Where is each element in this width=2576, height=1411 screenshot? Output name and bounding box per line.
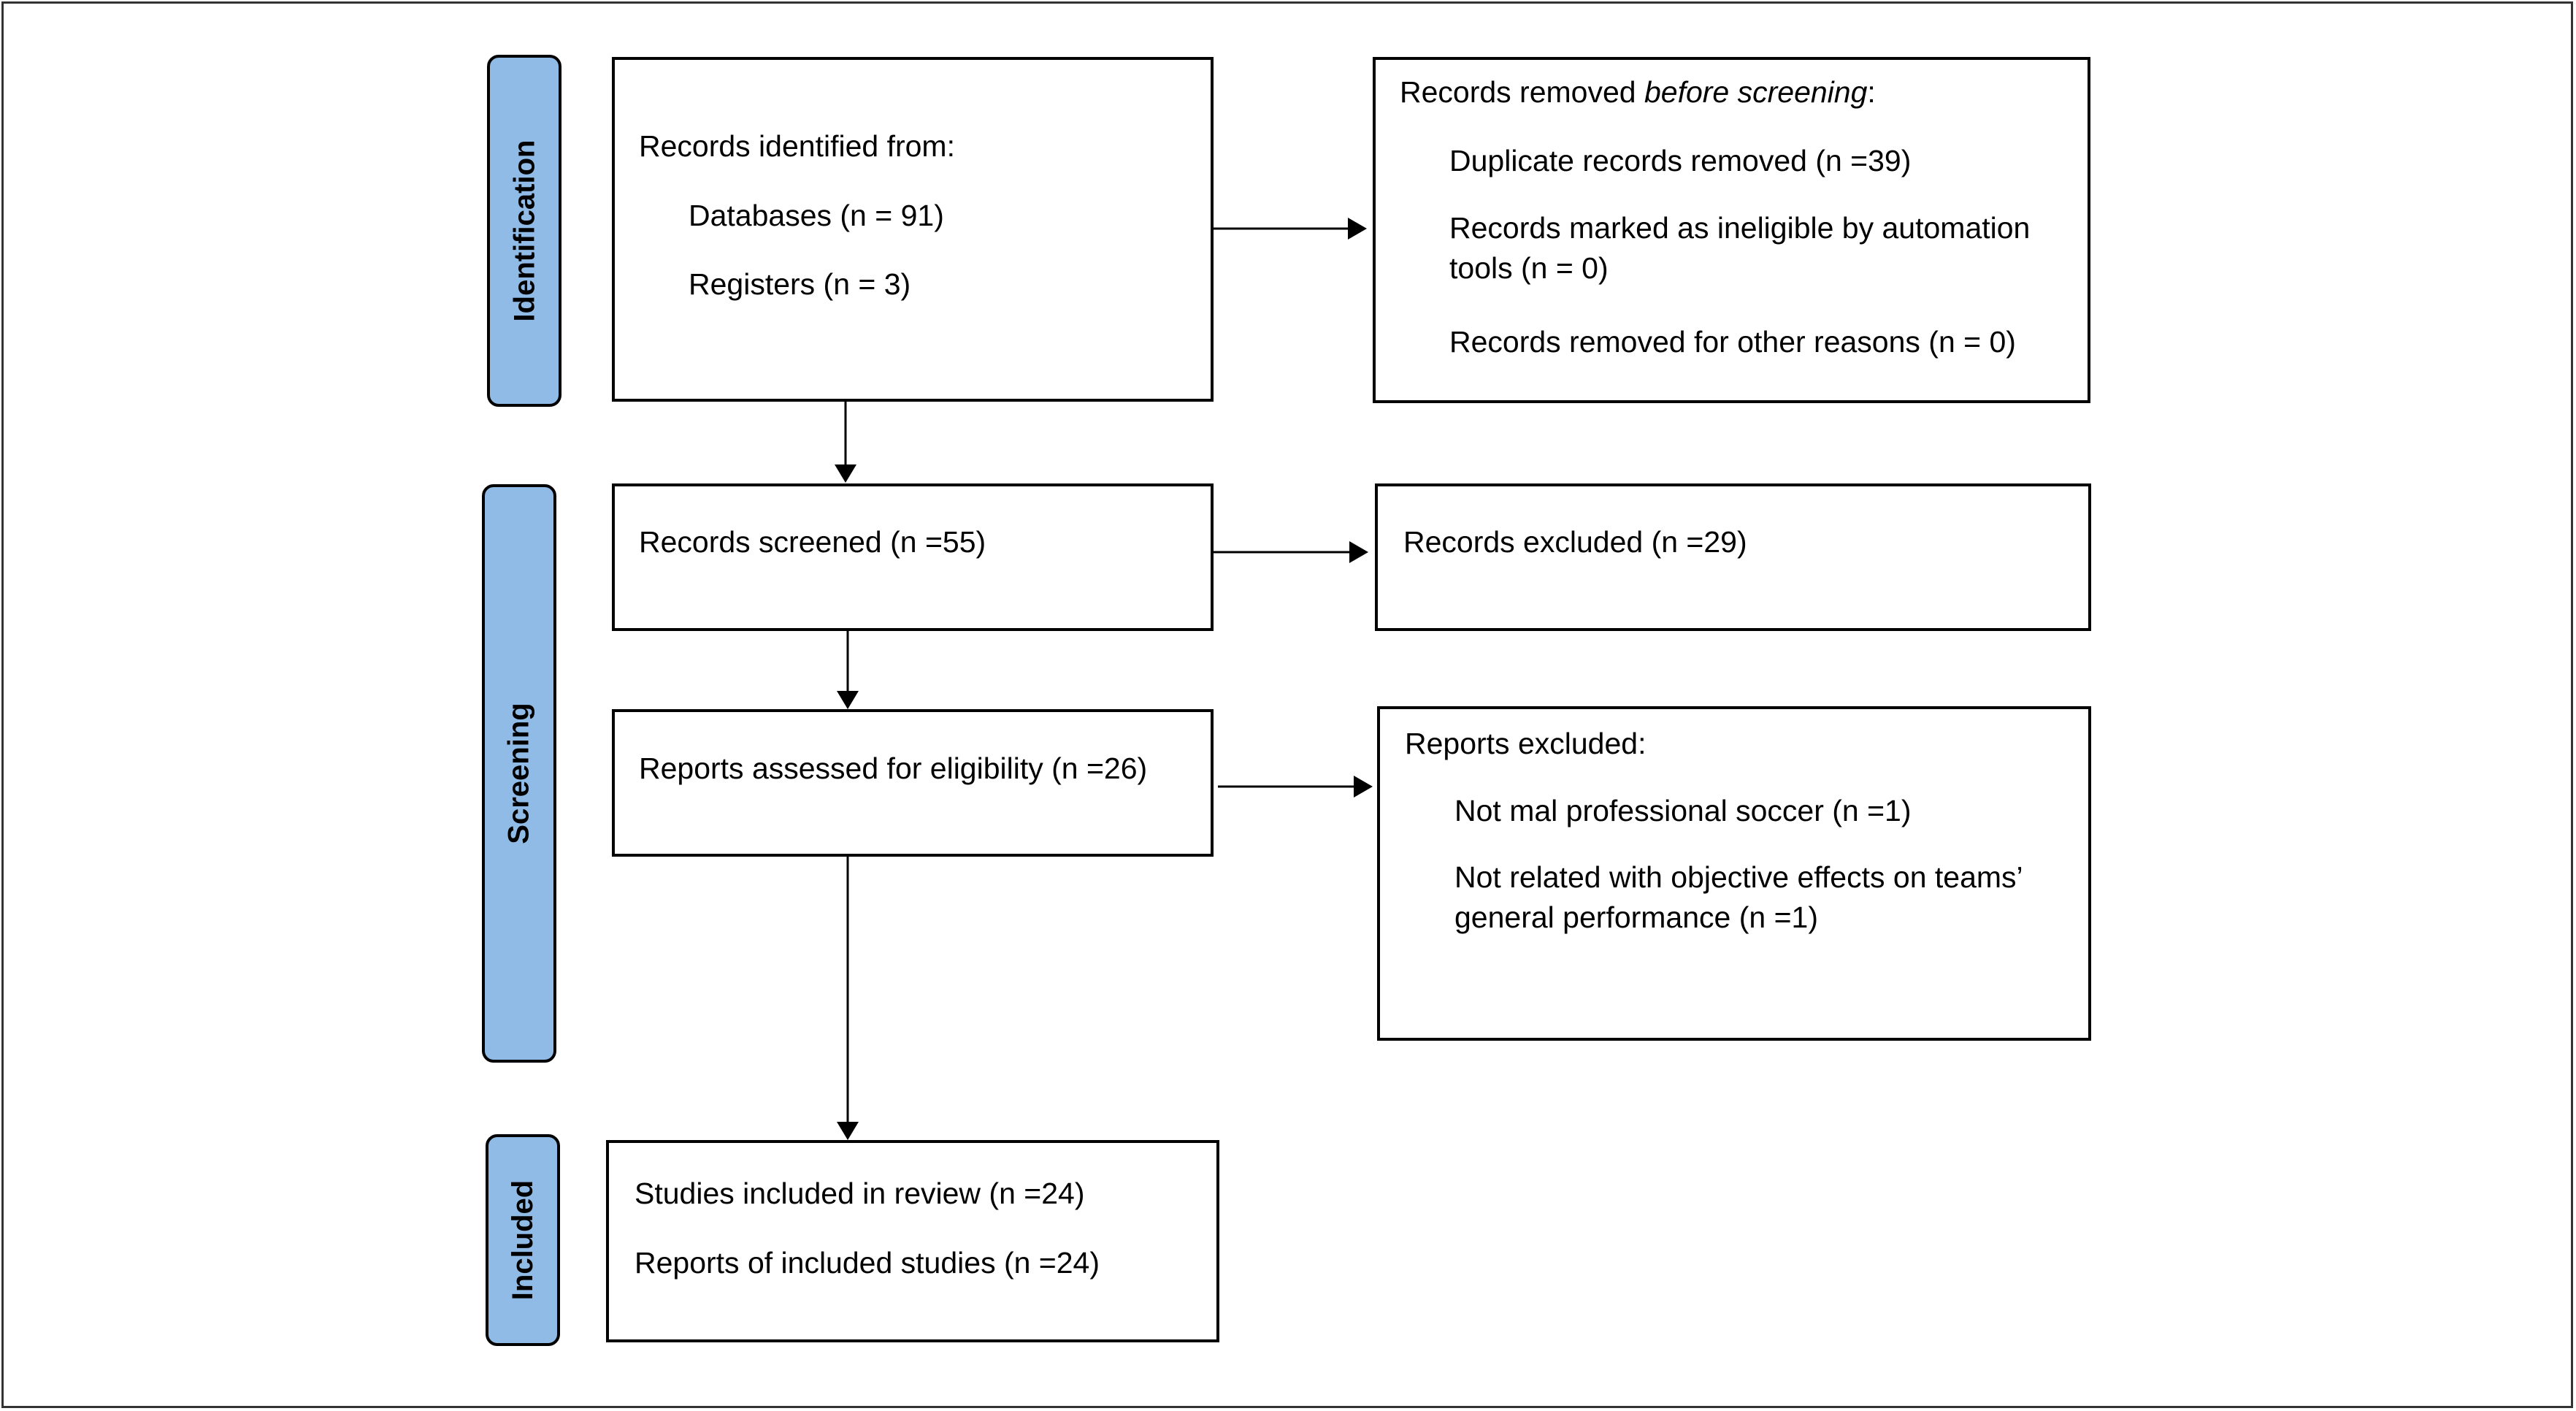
arrow-identified-to-removed (1214, 218, 1367, 240)
arrow-assessed-to-reports-excluded (1218, 776, 1373, 798)
records-excluded-box: Records excluded (n =29) (1375, 483, 2091, 631)
databases-count: Databases (n = 91) (689, 199, 944, 232)
registers-count: Registers (n = 3) (689, 267, 911, 301)
arrow-identified-to-screened (835, 402, 856, 483)
records-removed-box: Records removed before screening: Duplic… (1373, 57, 2090, 403)
reports-assessed-text: Reports assessed for eligibility (n =26) (639, 752, 1148, 785)
reports-assessed-box: Reports assessed for eligibility (n =26) (612, 709, 1214, 857)
records-identified-heading: Records identified from: (639, 129, 955, 163)
records-identified-box: Records identified from: Databases (n = … (612, 57, 1214, 402)
records-removed-heading-suffix: : (1867, 75, 1876, 109)
removed-other-reasons: Records removed for other reasons (n = 0… (1449, 325, 2016, 359)
records-removed-heading-prefix: Records removed (1400, 75, 1644, 109)
arrow-screened-to-excluded (1214, 541, 1368, 563)
arrow-assessed-to-included (837, 857, 859, 1140)
reports-excluded-box: Reports excluded: Not mal professional s… (1377, 706, 2091, 1041)
records-screened-box: Records screened (n =55) (612, 483, 1214, 631)
reports-excluded-reason-1: Not mal professional soccer (n =1) (1454, 794, 1912, 827)
arrow-screened-to-assessed (837, 631, 859, 709)
records-removed-heading-italic: before screening (1644, 75, 1868, 109)
duplicate-records-removed: Duplicate records removed (n =39) (1449, 144, 1912, 177)
phase-identification: Identification (487, 55, 561, 407)
records-excluded-text: Records excluded (n =29) (1403, 525, 1747, 559)
studies-included: Studies included in review (n =24) (635, 1177, 1085, 1210)
reports-of-included-studies: Reports of included studies (n =24) (635, 1246, 1100, 1280)
included-box: Studies included in review (n =24) Repor… (606, 1140, 1219, 1342)
records-removed-heading: Records removed before screening: (1400, 72, 1876, 112)
phase-included: Included (486, 1134, 560, 1346)
ineligible-by-automation: Records marked as ineligible by automati… (1449, 211, 2031, 286)
reports-excluded-reason-2: Not related with objective effects on te… (1454, 860, 2023, 935)
records-screened-text: Records screened (n =55) (639, 525, 986, 559)
phase-screening: Screening (482, 484, 556, 1063)
reports-excluded-heading: Reports excluded: (1405, 727, 1647, 760)
